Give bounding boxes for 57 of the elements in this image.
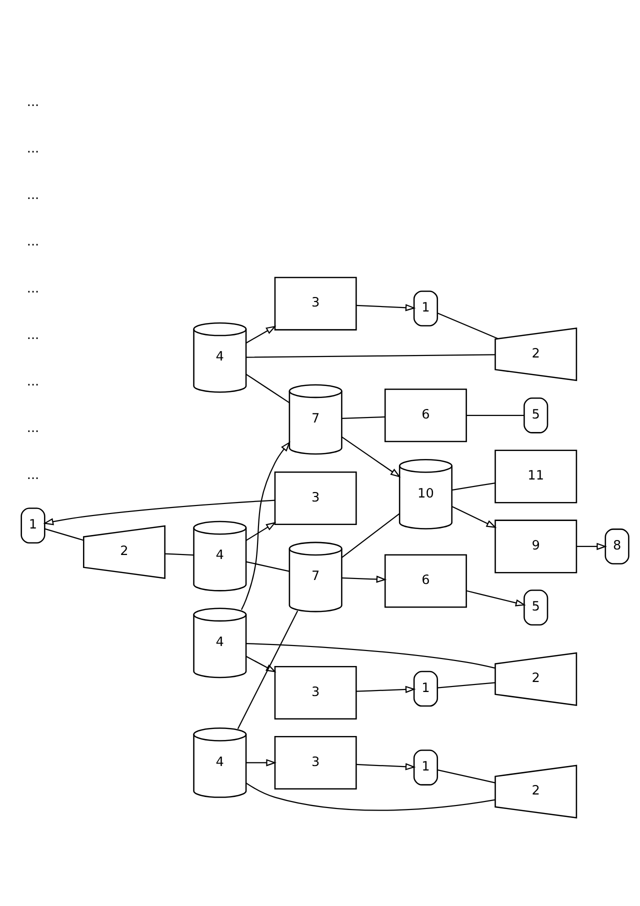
node-box: 11 bbox=[494, 450, 578, 504]
connector bbox=[466, 414, 524, 416]
node-box: 2 bbox=[494, 327, 578, 382]
node-box: 2 bbox=[494, 764, 578, 819]
connector bbox=[452, 482, 496, 491]
arrow bbox=[246, 522, 276, 541]
arrow bbox=[576, 542, 607, 550]
node-box: 1 bbox=[413, 290, 438, 326]
connector bbox=[246, 561, 290, 572]
node-box: 1 bbox=[20, 508, 46, 544]
label: ... bbox=[26, 328, 40, 343]
arrow bbox=[452, 506, 497, 528]
node-box: 6 bbox=[384, 554, 467, 608]
label: ... bbox=[26, 468, 40, 483]
arrow bbox=[342, 436, 401, 478]
arrow bbox=[342, 576, 387, 583]
label: ... bbox=[26, 94, 40, 110]
connector bbox=[164, 553, 194, 556]
node-box: 5 bbox=[524, 397, 548, 434]
node-box: 6 bbox=[384, 388, 467, 442]
label: ... bbox=[26, 374, 40, 390]
arrow bbox=[246, 656, 276, 672]
label: ... bbox=[26, 141, 40, 156]
arrow bbox=[356, 686, 416, 694]
connector bbox=[437, 682, 496, 688]
connector bbox=[437, 312, 498, 340]
arrow bbox=[466, 590, 526, 606]
arrow bbox=[43, 500, 275, 526]
connector bbox=[246, 643, 496, 669]
connector bbox=[246, 374, 290, 404]
label: ... bbox=[26, 281, 40, 296]
connector bbox=[342, 416, 385, 420]
node-box: 2 bbox=[494, 652, 578, 706]
connector bbox=[341, 513, 400, 558]
node-box: 3 bbox=[274, 666, 357, 720]
arrow bbox=[240, 441, 290, 610]
label: ... bbox=[26, 234, 40, 250]
label: ... bbox=[26, 188, 40, 203]
node-box: 8 bbox=[604, 528, 630, 564]
label: ... bbox=[26, 421, 40, 436]
node-box: 3 bbox=[274, 471, 357, 525]
node-box: 9 bbox=[494, 520, 578, 574]
connector bbox=[246, 354, 496, 358]
arrow bbox=[246, 759, 276, 766]
connector bbox=[237, 610, 298, 730]
arrow bbox=[356, 304, 416, 312]
node-box: 2 bbox=[83, 525, 166, 579]
node-box: 1 bbox=[413, 750, 438, 786]
node-box: 1 bbox=[413, 670, 438, 707]
arrow bbox=[246, 326, 276, 344]
node-box: 3 bbox=[274, 276, 357, 330]
connector bbox=[246, 782, 496, 811]
connector bbox=[44, 528, 84, 541]
node-box: 5 bbox=[524, 590, 548, 626]
node-box: 3 bbox=[274, 736, 357, 790]
arrow bbox=[356, 763, 416, 770]
connector bbox=[437, 769, 496, 784]
